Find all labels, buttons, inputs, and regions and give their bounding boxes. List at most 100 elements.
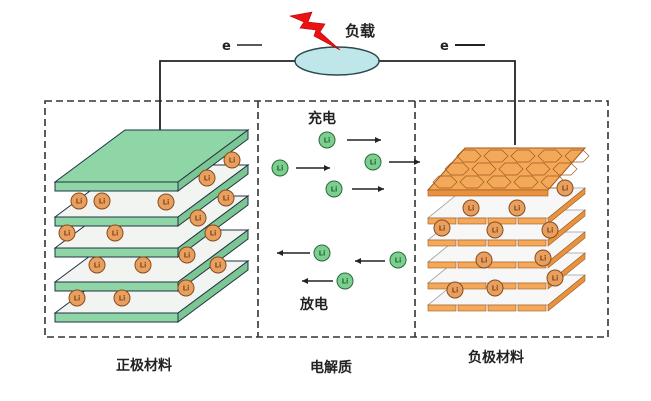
ion-label: Li bbox=[195, 215, 202, 223]
ion-label: Li bbox=[277, 165, 284, 173]
graphite-side bbox=[547, 231, 586, 269]
ion-label: Li bbox=[76, 198, 83, 206]
ion-label: Li bbox=[204, 175, 211, 183]
ion-circle bbox=[217, 189, 235, 207]
lithium-ion: Li bbox=[325, 180, 343, 198]
graphite-slab bbox=[517, 304, 547, 312]
graphite-hex bbox=[525, 162, 551, 176]
ion-circle bbox=[113, 289, 131, 307]
ion-circle bbox=[475, 251, 493, 269]
ion-label: Li bbox=[342, 278, 349, 286]
electron-label-left: e bbox=[222, 39, 231, 54]
ion-label: Li bbox=[119, 295, 126, 303]
lithium-ion: Li bbox=[486, 221, 504, 239]
graphite-slab bbox=[427, 261, 457, 269]
lithium-ion: Li bbox=[134, 256, 152, 274]
graphite-side bbox=[547, 209, 586, 247]
charge-label: 充电 bbox=[308, 110, 336, 127]
lithium-ion: Li bbox=[106, 224, 124, 242]
graphite-slab bbox=[487, 239, 517, 247]
ion-label: Li bbox=[547, 227, 554, 235]
plate-side-face bbox=[177, 260, 249, 323]
anode-label: 负极材料 bbox=[468, 349, 524, 366]
arrow-head bbox=[378, 186, 384, 192]
ion-label: Li bbox=[112, 230, 119, 238]
lithium-ion: Li bbox=[313, 244, 331, 262]
lithium-ion: Li bbox=[446, 281, 464, 299]
cathode-top-plate bbox=[53, 129, 250, 192]
ion-label: Li bbox=[492, 285, 499, 293]
lithium-ion: Li bbox=[534, 249, 552, 267]
ion-circle bbox=[389, 251, 407, 269]
arrow-head bbox=[324, 165, 330, 171]
ion-circle bbox=[318, 131, 336, 149]
ion-label: Li bbox=[74, 295, 81, 303]
ion-circle bbox=[486, 279, 504, 297]
graphite-hex bbox=[444, 162, 470, 176]
ion-circle bbox=[209, 256, 227, 274]
lithium-ion: Li bbox=[217, 189, 235, 207]
discharge-arrow bbox=[277, 250, 310, 256]
lithium-ion: Li bbox=[556, 179, 574, 197]
ion-circle bbox=[446, 281, 464, 299]
ion-circle bbox=[534, 249, 552, 267]
ion-label: Li bbox=[319, 250, 326, 258]
load-label: 负载 bbox=[345, 22, 375, 40]
lithium-ion: Li bbox=[475, 251, 493, 269]
lightning-bolt-icon bbox=[288, 11, 341, 51]
graphite-slab bbox=[427, 239, 457, 247]
ion-label: Li bbox=[324, 137, 331, 145]
lithium-ion: Li bbox=[178, 246, 196, 264]
ion-label: Li bbox=[370, 159, 377, 167]
ion-circle bbox=[433, 219, 451, 237]
lithium-ion: Li bbox=[541, 221, 559, 239]
cathode-label: 正极材料 bbox=[116, 357, 172, 374]
ion-label: Li bbox=[492, 227, 499, 235]
load-resistor bbox=[294, 46, 380, 76]
ion-label: Li bbox=[163, 199, 170, 207]
ion-label: Li bbox=[94, 262, 101, 270]
ion-circle bbox=[541, 221, 559, 239]
ion-circle bbox=[204, 224, 222, 242]
lithium-ion: Li bbox=[204, 224, 222, 242]
ion-label: Li bbox=[223, 195, 230, 203]
lithium-ion: Li bbox=[93, 192, 111, 210]
lithium-ion: Li bbox=[177, 279, 195, 297]
lithium-ion: Li bbox=[318, 131, 336, 149]
graphite-hex bbox=[513, 175, 539, 189]
charge-arrow bbox=[347, 137, 381, 143]
lithium-ion: Li bbox=[336, 272, 354, 290]
lithium-ion: Li bbox=[364, 153, 382, 171]
lithium-ion: Li bbox=[70, 192, 88, 210]
graphite-slab bbox=[427, 304, 457, 312]
graphite-hex bbox=[459, 175, 485, 189]
arrow-head bbox=[375, 137, 381, 143]
ion-circle bbox=[198, 169, 216, 187]
lithium-ion: Li bbox=[58, 224, 76, 242]
ion-label: Li bbox=[184, 252, 191, 260]
graphite-hex bbox=[432, 175, 458, 189]
graphite-hex bbox=[552, 162, 578, 176]
plate-front-face bbox=[54, 281, 179, 292]
graphite-slab bbox=[457, 304, 487, 312]
lithium-ion: Li bbox=[546, 269, 564, 287]
ion-circle bbox=[68, 289, 86, 307]
ion-label: Li bbox=[481, 257, 488, 265]
ion-circle bbox=[177, 279, 195, 297]
ion-circle bbox=[325, 180, 343, 198]
charge-arrow bbox=[389, 159, 420, 165]
electrolyte-label: 电解质 bbox=[310, 359, 352, 376]
ion-label: Li bbox=[452, 287, 459, 295]
graphite-slab bbox=[517, 282, 547, 290]
arrow-head bbox=[302, 278, 308, 284]
graphite-hex bbox=[486, 175, 512, 189]
ion-circle bbox=[134, 256, 152, 274]
anode-top-face bbox=[426, 147, 590, 197]
discharge-arrow bbox=[302, 278, 333, 284]
ion-label: Li bbox=[215, 262, 222, 270]
ion-circle bbox=[88, 256, 106, 274]
graphite-hex bbox=[564, 149, 590, 163]
lithium-ion: Li bbox=[433, 219, 451, 237]
